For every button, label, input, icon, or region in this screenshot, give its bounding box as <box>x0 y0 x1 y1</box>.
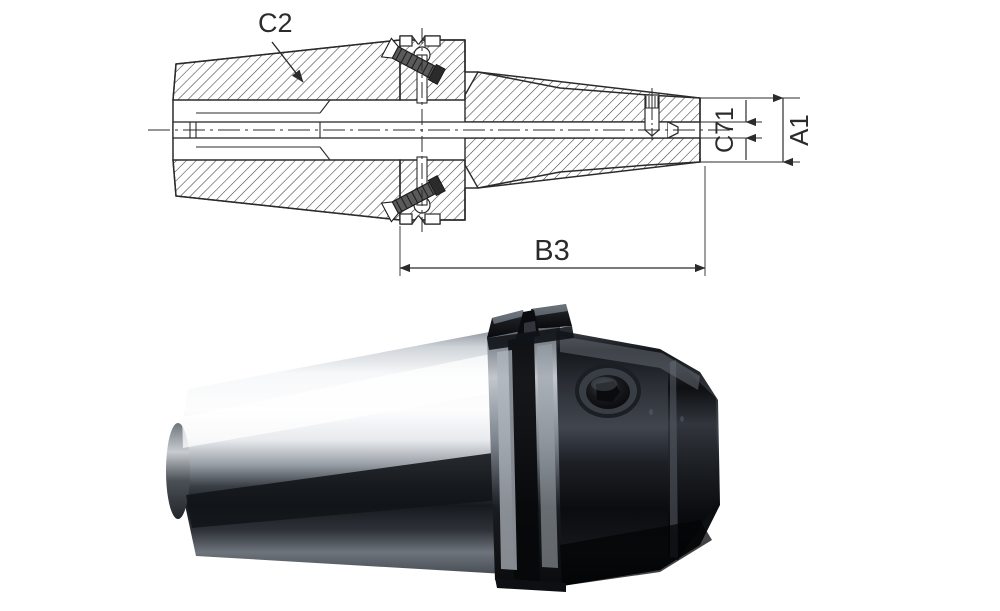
label-b3: B3 <box>534 235 569 267</box>
label-c2: C2 <box>258 8 293 38</box>
nose-edge-highlight <box>670 360 678 558</box>
body-top-highlight <box>560 336 700 390</box>
body-bottom-shadow <box>560 520 712 586</box>
set-screw-upper <box>380 37 446 85</box>
b3-dimension <box>399 166 706 276</box>
drive-key-slot <box>487 304 574 350</box>
nose-chamfer <box>668 360 718 560</box>
set-screw-bore <box>575 364 641 418</box>
taper-inner-step-upper <box>319 99 331 114</box>
taper-inner-step-lower <box>319 146 331 161</box>
body-mark-2 <box>680 416 684 422</box>
set-screw-lower <box>380 175 446 223</box>
label-c71: C71 <box>711 107 739 153</box>
shank-highlight <box>182 352 500 448</box>
flange-bottom-tail <box>495 578 566 592</box>
flange-ring-bright-a <box>497 350 517 570</box>
c71-dimension <box>668 100 762 160</box>
drawing-geometry: C2 C71 A1 <box>148 8 814 276</box>
photo-geometry <box>166 304 720 592</box>
shank-dark-band <box>186 452 500 528</box>
c2-leader <box>271 41 304 83</box>
body-mark-1 <box>649 409 653 415</box>
label-a1: A1 <box>784 114 814 146</box>
a1-dimension <box>700 93 800 167</box>
v-groove-shadow <box>508 336 540 583</box>
flange-ring-bright-b <box>537 344 558 568</box>
